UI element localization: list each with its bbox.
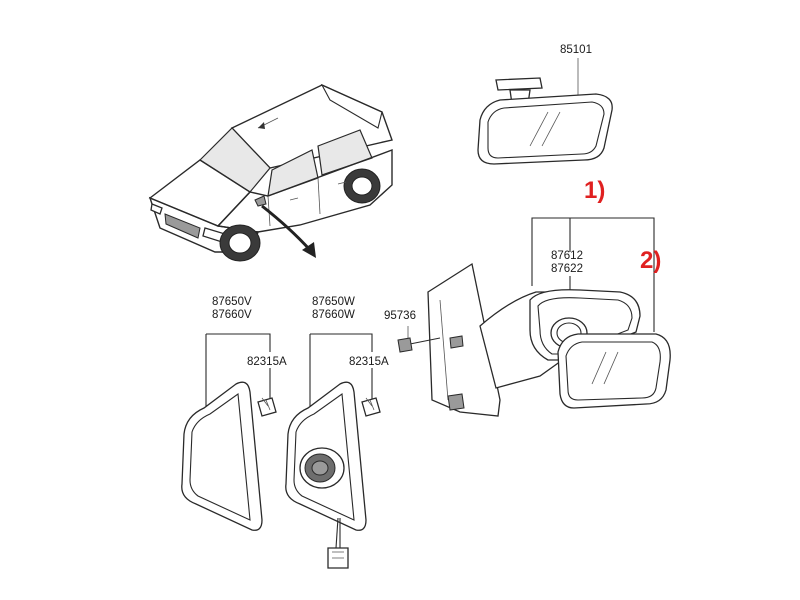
- label-87650w: 87650W: [312, 296, 355, 308]
- callout-2: 2): [640, 247, 662, 274]
- label-87660w: 87660W: [312, 309, 355, 321]
- label-95736: 95736: [384, 310, 416, 322]
- outside-mirror-illustration: [397, 217, 671, 417]
- label-85101: 85101: [560, 44, 592, 56]
- pointer-arrowhead: [302, 242, 316, 258]
- label-82315a-right: 82315A: [349, 356, 389, 368]
- label-82315a-left: 82315A: [247, 356, 287, 368]
- label-87612: 87612: [551, 250, 583, 262]
- pointer-arrow: [261, 204, 312, 252]
- label-87660v: 87660V: [212, 309, 252, 321]
- garnish-left-illustration: [181, 333, 277, 531]
- car-illustration: [148, 83, 393, 262]
- garnish-right-illustration: [285, 333, 381, 569]
- rear-view-mirror-illustration: [477, 58, 613, 165]
- callout-1: 1): [584, 177, 606, 204]
- label-87622: 87622: [551, 263, 583, 275]
- label-87650v: 87650V: [212, 296, 252, 308]
